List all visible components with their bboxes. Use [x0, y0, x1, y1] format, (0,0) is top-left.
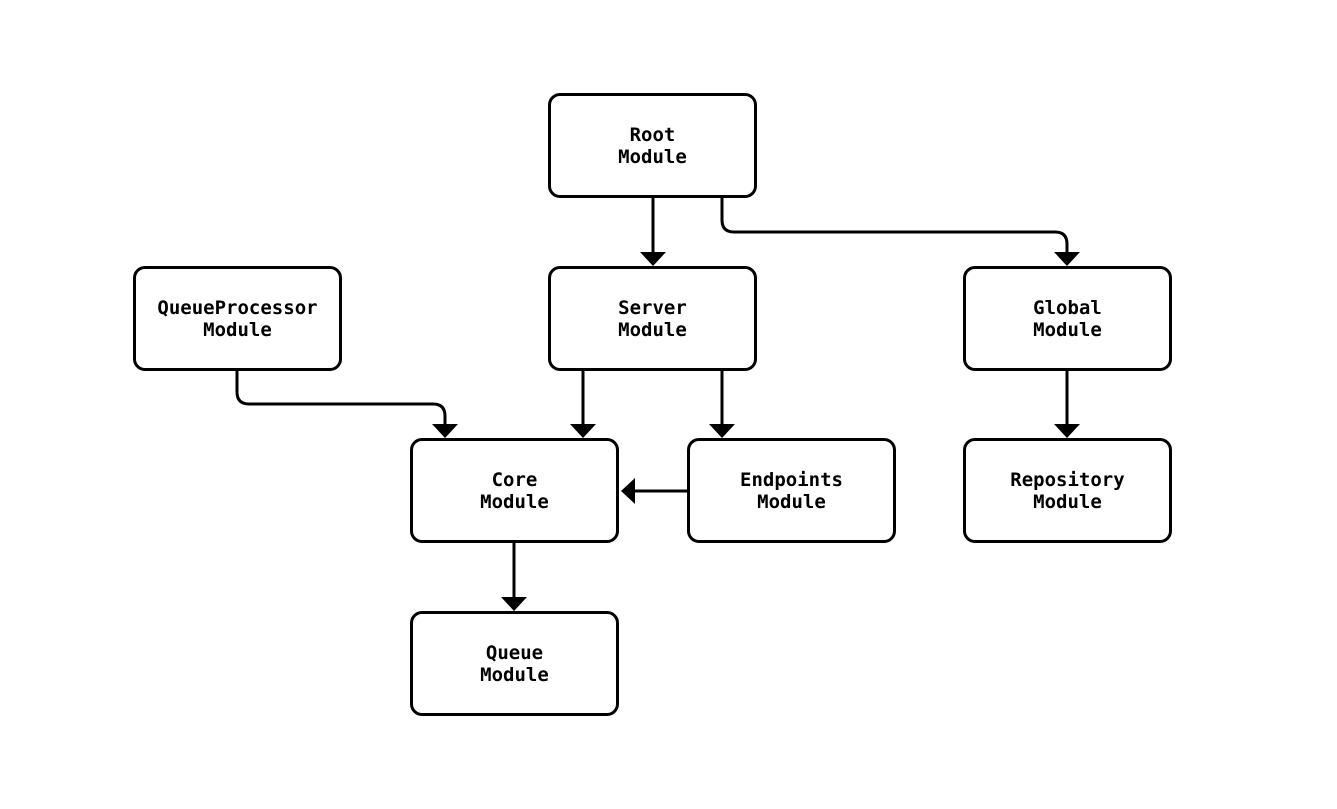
- arrowhead-server-core: [570, 424, 596, 438]
- arrowhead-global-repository: [1054, 424, 1080, 438]
- node-root-module: Root Module: [548, 93, 757, 198]
- node-core-module-label: Core Module: [480, 468, 549, 513]
- arrowhead-core-queue: [501, 597, 527, 611]
- arrowhead-server-endpoints: [709, 424, 735, 438]
- arrowhead-root-global: [1054, 252, 1080, 266]
- node-queueprocessor-module: QueueProcessor Module: [133, 266, 342, 371]
- arrowhead-endpoints-core: [621, 478, 635, 504]
- node-server-module-label: Server Module: [618, 296, 687, 341]
- node-endpoints-module: Endpoints Module: [687, 438, 896, 543]
- node-server-module: Server Module: [548, 266, 757, 371]
- node-queueprocessor-module-label: QueueProcessor Module: [157, 296, 318, 341]
- node-repository-module: Repository Module: [963, 438, 1172, 543]
- node-queue-module-label: Queue Module: [480, 641, 549, 686]
- node-repository-module-label: Repository Module: [1010, 468, 1125, 513]
- arrowhead-root-server: [640, 252, 666, 266]
- node-root-module-label: Root Module: [618, 123, 687, 168]
- node-core-module: Core Module: [410, 438, 619, 543]
- node-global-module-label: Global Module: [1033, 296, 1102, 341]
- node-global-module: Global Module: [963, 266, 1172, 371]
- edge-root-global: [720, 198, 1069, 262]
- node-endpoints-module-label: Endpoints Module: [740, 468, 843, 513]
- edge-queueprocessor-core: [235, 371, 447, 434]
- node-queue-module: Queue Module: [410, 611, 619, 716]
- arrowhead-queueprocessor-core: [432, 424, 458, 438]
